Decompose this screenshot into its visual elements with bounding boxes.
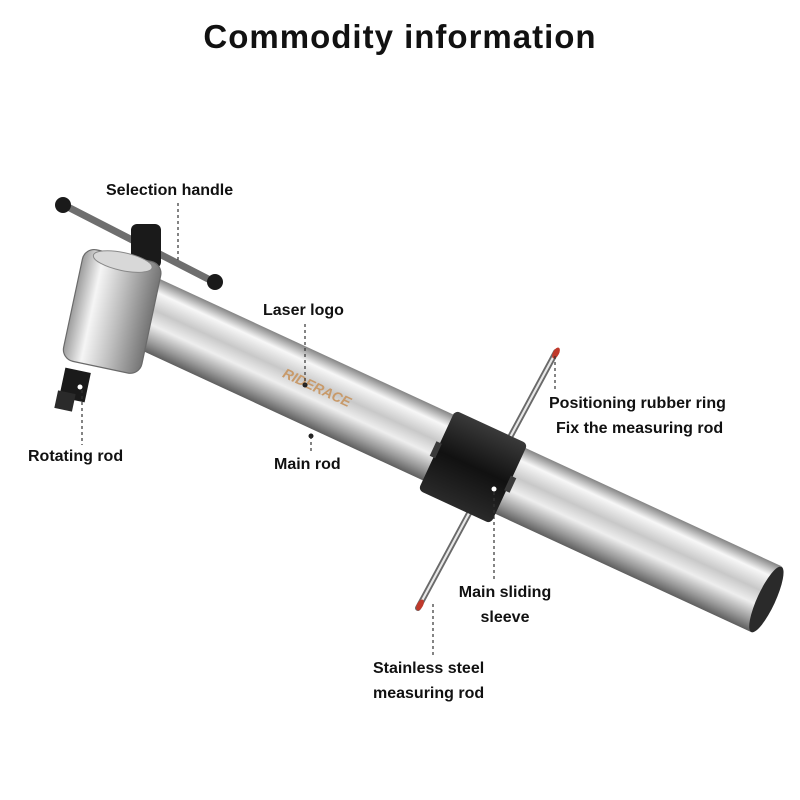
- callout-main-sliding-sleeve-line2: sleeve: [480, 609, 530, 626]
- rubber-ring-top: [552, 347, 560, 359]
- callout-main-sliding-sleeve: Main sliding sleeve: [452, 580, 558, 630]
- callout-selection-handle: Selection handle: [106, 182, 234, 199]
- callout-stainless-steel-rod: Stainless steel measuring rod: [373, 656, 484, 706]
- callout-rotating-rod: Rotating rod: [28, 448, 124, 465]
- callout-positioning-ring-line1: Positioning rubber ring: [549, 395, 726, 412]
- callout-stainless-steel-rod-line2: measuring rod: [373, 685, 485, 702]
- callout-main-rod: Main rod: [274, 456, 341, 473]
- callout-stainless-steel-rod-line1: Stainless steel: [373, 660, 485, 677]
- rotating-rod: [54, 367, 91, 412]
- page-title: Commodity information: [203, 18, 597, 55]
- leader-lines: [81, 203, 556, 656]
- main-sliding-sleeve: [419, 411, 527, 523]
- tool-head: [62, 248, 162, 374]
- rubber-ring-bottom: [416, 599, 424, 611]
- callout-main-sliding-sleeve-line1: Main sliding: [458, 584, 552, 601]
- callout-positioning-ring-line2: Fix the measuring rod: [556, 420, 724, 437]
- callout-laser-logo: Laser logo: [263, 302, 344, 319]
